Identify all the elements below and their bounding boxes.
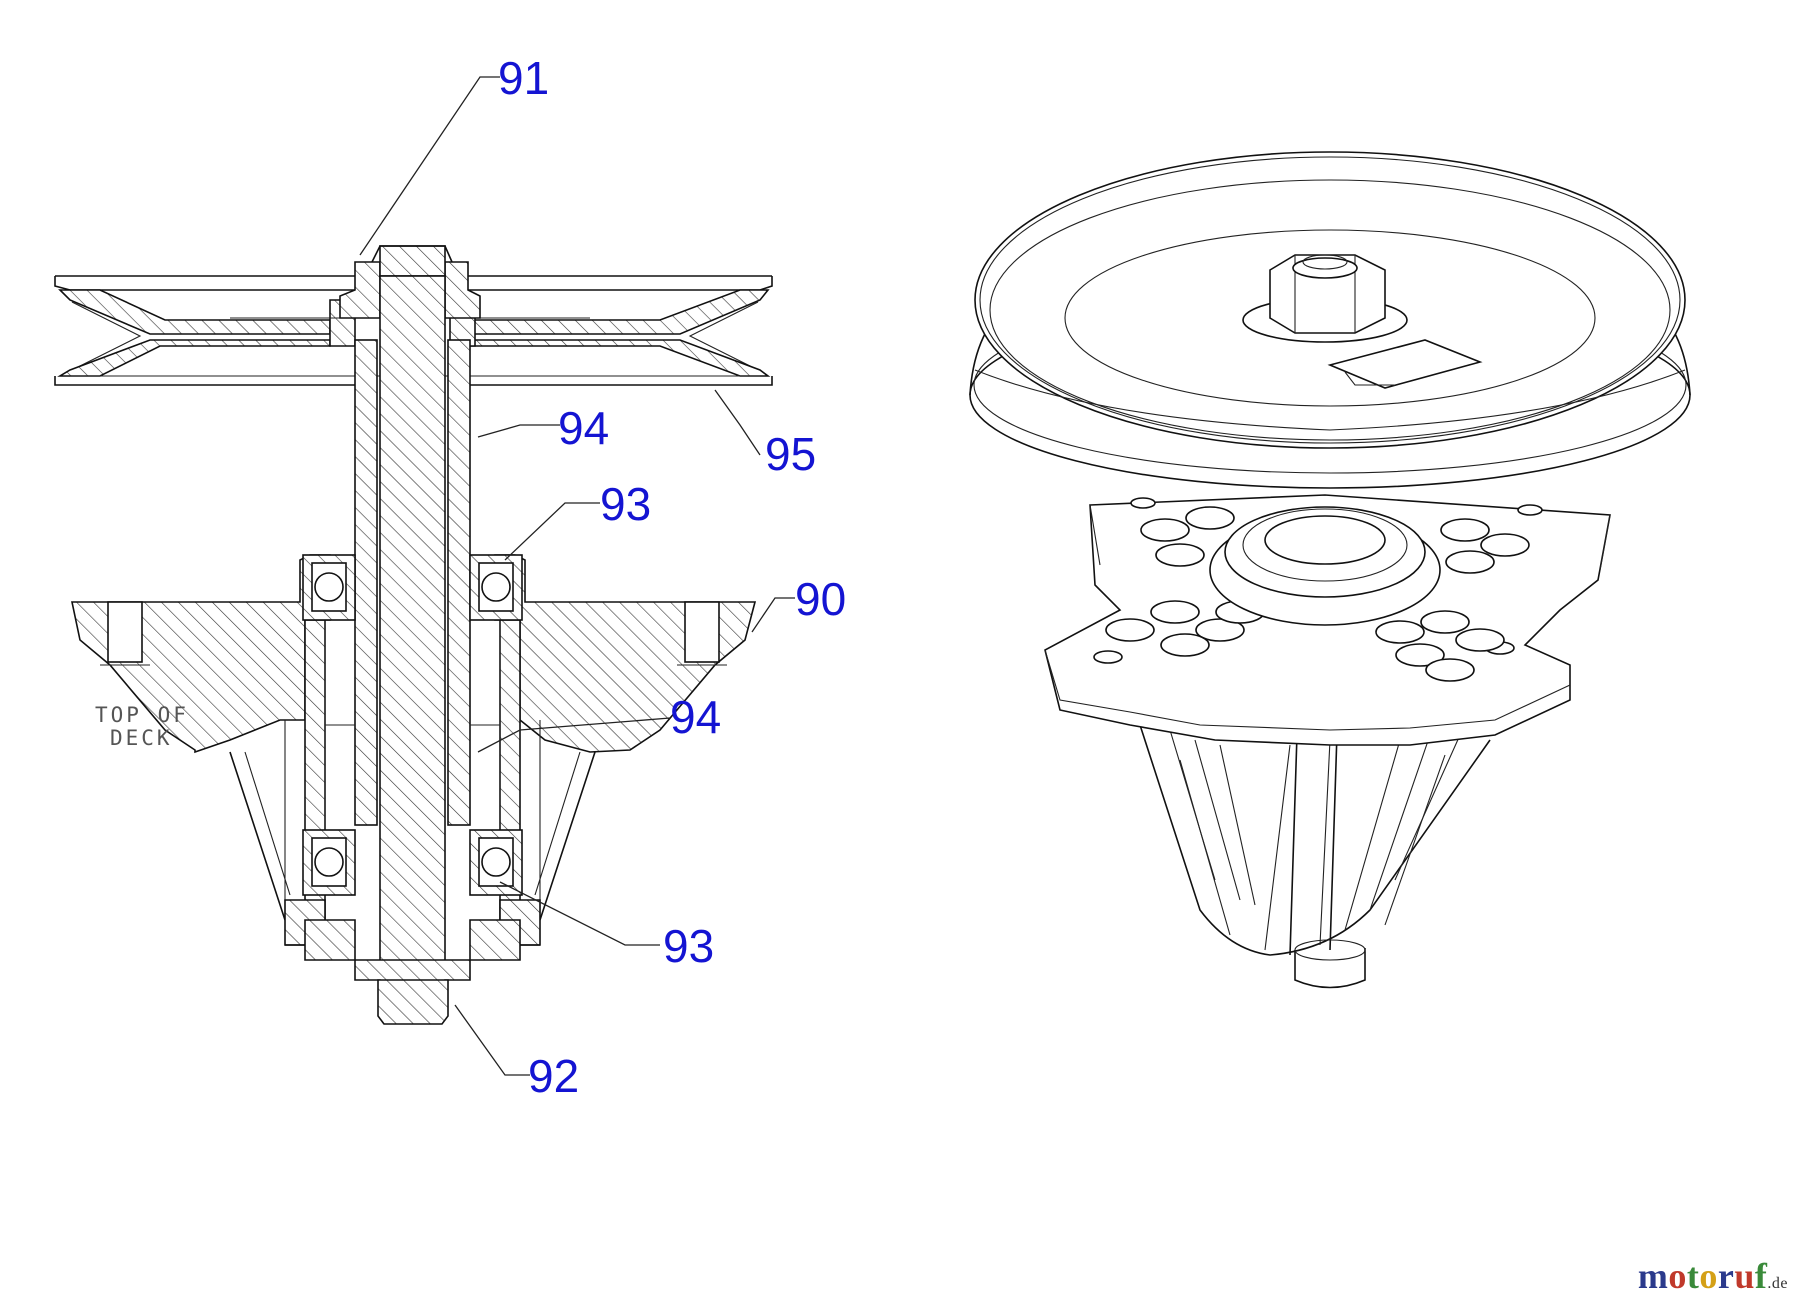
nut-section — [339, 245, 481, 319]
pulley-section — [54, 275, 773, 386]
watermark-letter: o — [1699, 1256, 1718, 1296]
housing-section — [71, 554, 757, 961]
callout-95: 95 — [765, 428, 816, 480]
iso-key-tab — [1327, 339, 1483, 389]
spacer-tube — [354, 339, 471, 826]
watermark-letter: u — [1734, 1256, 1755, 1296]
deck-label-line1: TOP OF — [95, 703, 189, 727]
iso-nut — [1242, 254, 1408, 343]
iso-bearing-boss — [1209, 506, 1441, 626]
motoruf-watermark: motoruf.de — [1638, 1255, 1788, 1297]
watermark-letter: f — [1754, 1256, 1768, 1296]
cross-section-view: TOP OF DECK 91 94 95 93 90 94 93 92 — [54, 52, 846, 1102]
callout-90: 90 — [795, 573, 846, 625]
callout-93-lower: 93 — [663, 920, 714, 972]
shaft-section — [354, 275, 471, 1025]
watermark-letter: m — [1637, 1256, 1669, 1296]
callout-93-upper: 93 — [600, 478, 651, 530]
bearing-lower-left — [302, 829, 356, 896]
bearing-upper-right — [469, 554, 523, 621]
watermark-letter: r — [1717, 1256, 1735, 1296]
watermark-letter: o — [1668, 1256, 1687, 1296]
callout-92: 92 — [528, 1050, 579, 1102]
bearing-lower-right — [469, 829, 523, 896]
watermark-letter: t — [1686, 1256, 1700, 1296]
callout-91: 91 — [498, 52, 549, 104]
watermark-wordmark: motoruf — [1638, 1256, 1768, 1296]
callout-94-lower: 94 — [670, 691, 721, 743]
watermark-tld: .de — [1767, 1275, 1788, 1292]
deck-label-line2: DECK — [110, 726, 173, 750]
leader-lines — [359, 76, 795, 1076]
callout-94-upper: 94 — [558, 402, 609, 454]
isometric-view — [969, 151, 1691, 989]
bearing-upper-left — [302, 554, 356, 621]
